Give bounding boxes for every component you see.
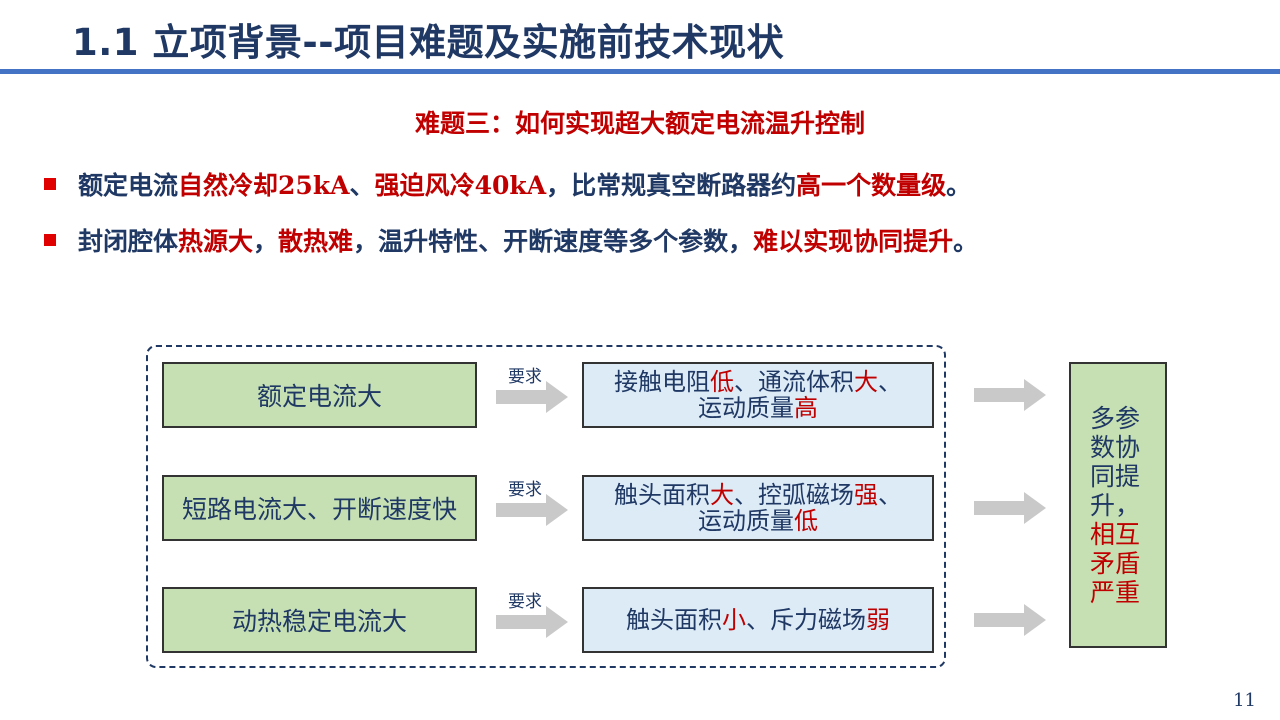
conclusion-red: 相互矛盾严重 — [1090, 519, 1141, 607]
problem-heading: 难题三：如何实现超大额定电流温升控制 — [414, 109, 865, 138]
bullet-1-part: 自然冷却 — [178, 171, 279, 200]
requirement-label: 要求 — [508, 592, 542, 612]
bullet-2-part: ，温升特性、开断速度等多个参数， — [353, 227, 754, 256]
condition-label: 额定电流大 — [256, 382, 382, 411]
requirement-text: 触头面积小、斥力磁场弱 — [626, 607, 890, 633]
condition-box-rated-current: 额定电流大 — [162, 362, 477, 428]
title-divider — [0, 69, 1280, 74]
requirement-part: 、斥力磁场 — [746, 606, 866, 634]
requirement-part: 触头面积 — [614, 481, 710, 509]
bullet-1-part: 。 — [946, 171, 972, 200]
condition-label: 短路电流大、开断速度快 — [181, 495, 457, 524]
page-number: 11 — [1233, 690, 1256, 711]
requirement-part: 小 — [722, 606, 746, 634]
bullet-2-part: 散热难 — [278, 227, 354, 256]
requirement-part: 大 — [854, 368, 878, 396]
bullet-1-part: 强迫风冷 — [374, 171, 475, 200]
requirement-part: 运动质量 — [698, 394, 794, 422]
slide-title: 1.1 立项背景--项目难题及实施前技术现状 — [72, 21, 785, 64]
requirement-part: 、 — [878, 368, 902, 396]
bullet-1-part: 25kA — [278, 171, 350, 200]
conclusion-normal: 多参数协同提升， — [1090, 403, 1141, 520]
requirement-box-2: 触头面积大、控弧磁场强、 运动质量低 — [582, 475, 934, 541]
requirement-box-3: 触头面积小、斥力磁场弱 — [582, 587, 934, 653]
conclusion-box: 多参数协同提升，相互矛盾严重 — [1069, 362, 1167, 648]
requirement-arrow-icon — [496, 606, 568, 638]
bullet-2-part: 。 — [953, 227, 979, 256]
requirement-label: 要求 — [508, 480, 542, 500]
bullet-2-text: 封闭腔体热源大，散热难，温升特性、开断速度等多个参数，难以实现协同提升。 — [78, 227, 978, 256]
bullet-2-part: 难以实现协同提升 — [753, 227, 954, 256]
requirement-label: 要求 — [508, 367, 542, 387]
requirements-dashed-frame — [146, 345, 946, 668]
bullet-square-icon — [44, 234, 56, 246]
result-arrow-icon — [974, 379, 1046, 411]
requirement-part: 弱 — [866, 606, 890, 634]
requirement-arrow-icon — [496, 381, 568, 413]
conclusion-text: 多参数协同提升，相互矛盾严重 — [1090, 404, 1146, 607]
result-arrow-icon — [974, 604, 1046, 636]
requirement-part: 强 — [854, 481, 878, 509]
condition-box-short-circuit: 短路电流大、开断速度快 — [162, 475, 477, 541]
requirement-part: 运动质量 — [698, 507, 794, 535]
bullet-1-part: 高一个数量级 — [796, 171, 947, 200]
requirement-part: 接触电阻 — [614, 368, 710, 396]
condition-box-thermal-stability: 动热稳定电流大 — [162, 587, 477, 653]
requirement-part: 、控弧磁场 — [734, 481, 854, 509]
requirement-part: 低 — [710, 368, 734, 396]
requirement-part: 、 — [878, 481, 902, 509]
requirement-line: 触头面积大、控弧磁场强、 — [614, 482, 902, 508]
requirement-part: 触头面积 — [626, 606, 722, 634]
requirement-text: 触头面积大、控弧磁场强、 运动质量低 — [614, 482, 902, 534]
bullet-2-part: 封闭腔体 — [78, 227, 179, 256]
requirement-line: 触头面积小、斥力磁场弱 — [626, 607, 890, 633]
bullet-1-part: 额定电流 — [78, 171, 179, 200]
requirement-box-1: 接触电阻低、通流体积大、 运动质量高 — [582, 362, 934, 428]
requirement-part: 大 — [710, 481, 734, 509]
bullet-2: 封闭腔体热源大，散热难，温升特性、开断速度等多个参数，难以实现协同提升。 — [44, 222, 978, 258]
requirement-part: 、通流体积 — [734, 368, 854, 396]
requirement-line: 运动质量低 — [614, 508, 902, 534]
requirement-arrow-icon — [496, 494, 568, 526]
condition-label: 动热稳定电流大 — [231, 607, 407, 636]
bullet-1: 额定电流自然冷却25kA、强迫风冷40kA，比常规真空断路器约高一个数量级。 — [44, 166, 971, 202]
bullet-2-part: ， — [253, 227, 279, 256]
bullet-2-part: 热源大 — [178, 227, 254, 256]
bullet-square-icon — [44, 178, 56, 190]
bullet-1-part: 40kA — [474, 171, 547, 200]
bullet-1-part: ，比常规真空断路器约 — [546, 171, 797, 200]
bullet-1-text: 额定电流自然冷却25kA、强迫风冷40kA，比常规真空断路器约高一个数量级。 — [78, 171, 971, 200]
requirement-part: 低 — [794, 507, 818, 535]
requirement-line: 运动质量高 — [614, 395, 902, 421]
requirement-line: 接触电阻低、通流体积大、 — [614, 369, 902, 395]
result-arrow-icon — [974, 492, 1046, 524]
bullet-1-part: 、 — [349, 171, 375, 200]
requirement-part: 高 — [794, 394, 818, 422]
requirement-text: 接触电阻低、通流体积大、 运动质量高 — [614, 369, 902, 421]
